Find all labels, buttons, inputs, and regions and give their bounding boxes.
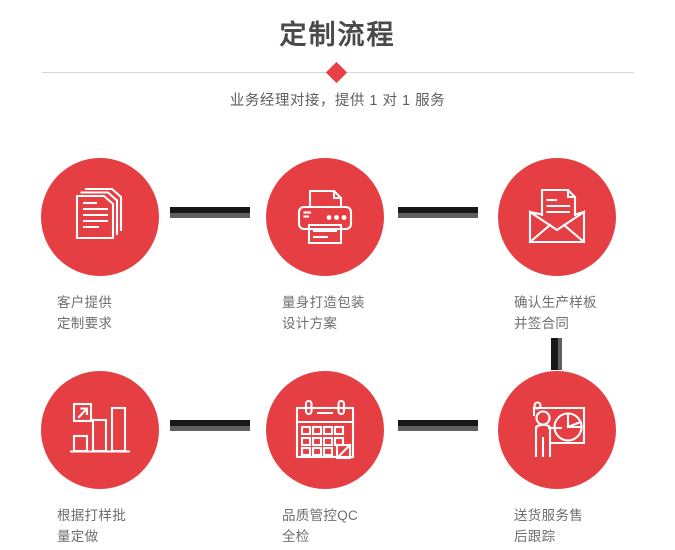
connector-bar-gray (398, 426, 478, 431)
step-3-circle[interactable] (498, 158, 616, 276)
step-4-label-line1: 根据打样批 (57, 508, 126, 523)
flow-step-2[interactable]: 量身打造包装 设计方案 (266, 158, 426, 334)
connector-step4-step5 (170, 420, 250, 431)
step-3-label-line1: 确认生产样板 (514, 295, 597, 310)
connector-bar-gray (170, 213, 250, 218)
flow-step-1[interactable]: 客户提供 定制要求 (41, 158, 201, 334)
connector-step5-step6 (398, 420, 478, 431)
step-5-circle[interactable] (266, 371, 384, 489)
flow-step-6[interactable]: 送货服务售 后跟踪 (498, 371, 658, 547)
envelope-document-icon (525, 185, 589, 249)
step-6-label: 送货服务售 后跟踪 (498, 505, 658, 547)
step-1-label: 客户提供 定制要求 (41, 292, 201, 334)
connector-bar-dark (551, 338, 558, 370)
flow-step-3[interactable]: 确认生产样板 并签合同 (498, 158, 658, 334)
flow-step-5[interactable]: 品质管控QC 全检 (266, 371, 426, 547)
step-3-label: 确认生产样板 并签合同 (498, 292, 658, 334)
connector-step2-step3 (398, 207, 478, 218)
step-2-label: 量身打造包装 设计方案 (266, 292, 426, 334)
page-header: 定制流程 业务经理对接，提供 1 对 1 服务 (0, 0, 675, 130)
connector-bar-gray (170, 426, 250, 431)
step-4-label: 根据打样批 量定做 (41, 505, 201, 547)
step-1-label-line2: 定制要求 (57, 316, 113, 331)
printer-icon (293, 185, 357, 249)
title-divider (42, 61, 634, 84)
page-title: 定制流程 (279, 20, 396, 50)
connector-bar-dark (398, 420, 478, 426)
step-4-label-line2: 量定做 (57, 529, 99, 544)
step-5-label-line2: 全检 (282, 529, 310, 544)
step-6-label-line1: 送货服务售 (514, 508, 583, 523)
documents-stack-icon (68, 185, 132, 249)
step-6-label-line2: 后跟踪 (514, 529, 556, 544)
step-5-label-line1: 品质管控QC (282, 508, 359, 523)
step-1-label-line1: 客户提供 (57, 295, 113, 310)
step-2-label-line2: 设计方案 (282, 316, 338, 331)
step-1-circle[interactable] (41, 158, 159, 276)
step-2-label-line1: 量身打造包装 (282, 295, 365, 310)
step-2-circle[interactable] (266, 158, 384, 276)
step-5-label: 品质管控QC 全检 (266, 505, 426, 547)
flow-step-4[interactable]: 根据打样批 量定做 (41, 371, 201, 547)
presenter-pie-chart-icon (525, 398, 589, 462)
calendar-check-icon (293, 398, 357, 462)
connector-bar-gray (398, 213, 478, 218)
connector-bar-gray (558, 338, 562, 370)
step-3-label-line2: 并签合同 (514, 316, 570, 331)
bar-chart-growth-icon (68, 398, 132, 462)
connector-bar-dark (170, 420, 250, 426)
step-4-circle[interactable] (41, 371, 159, 489)
step-6-circle[interactable] (498, 371, 616, 489)
connector-bar-dark (398, 207, 478, 213)
connector-step1-step2 (170, 207, 250, 218)
connector-step3-step6 (551, 338, 562, 370)
page-subtitle: 业务经理对接，提供 1 对 1 服务 (229, 93, 446, 109)
connector-bar-dark (170, 207, 250, 213)
